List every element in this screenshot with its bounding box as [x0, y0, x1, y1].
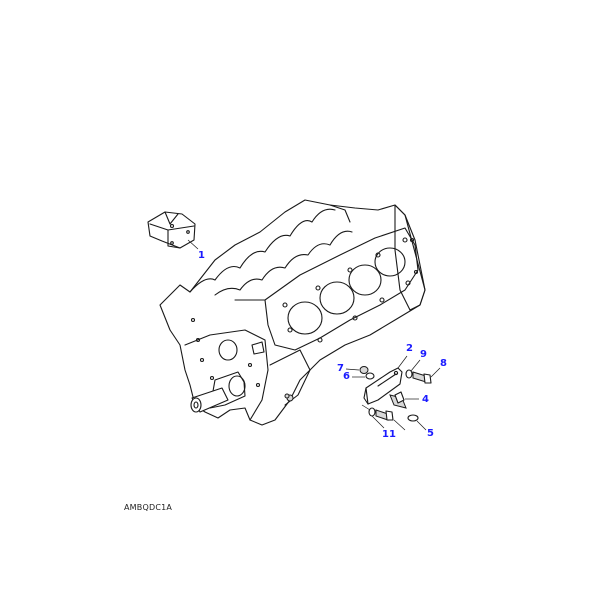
callout-5[interactable]: 5 [427, 428, 434, 439]
callout-6[interactable]: 6 [343, 371, 350, 382]
callout-2[interactable]: 2 [406, 343, 413, 354]
callout-1[interactable]: 1 [198, 250, 205, 261]
callout-4[interactable]: 4 [422, 394, 429, 405]
engine-block [159, 199, 426, 426]
callout-11[interactable]: 11 [382, 429, 396, 440]
mounting-hardware [345, 355, 441, 431]
diagram-caption: AMBQDC1A [124, 503, 173, 512]
callout-8[interactable]: 8 [440, 358, 447, 369]
bracket-part-1 [147, 211, 199, 250]
callout-7[interactable]: 7 [337, 363, 344, 374]
callout-9[interactable]: 9 [420, 349, 427, 360]
